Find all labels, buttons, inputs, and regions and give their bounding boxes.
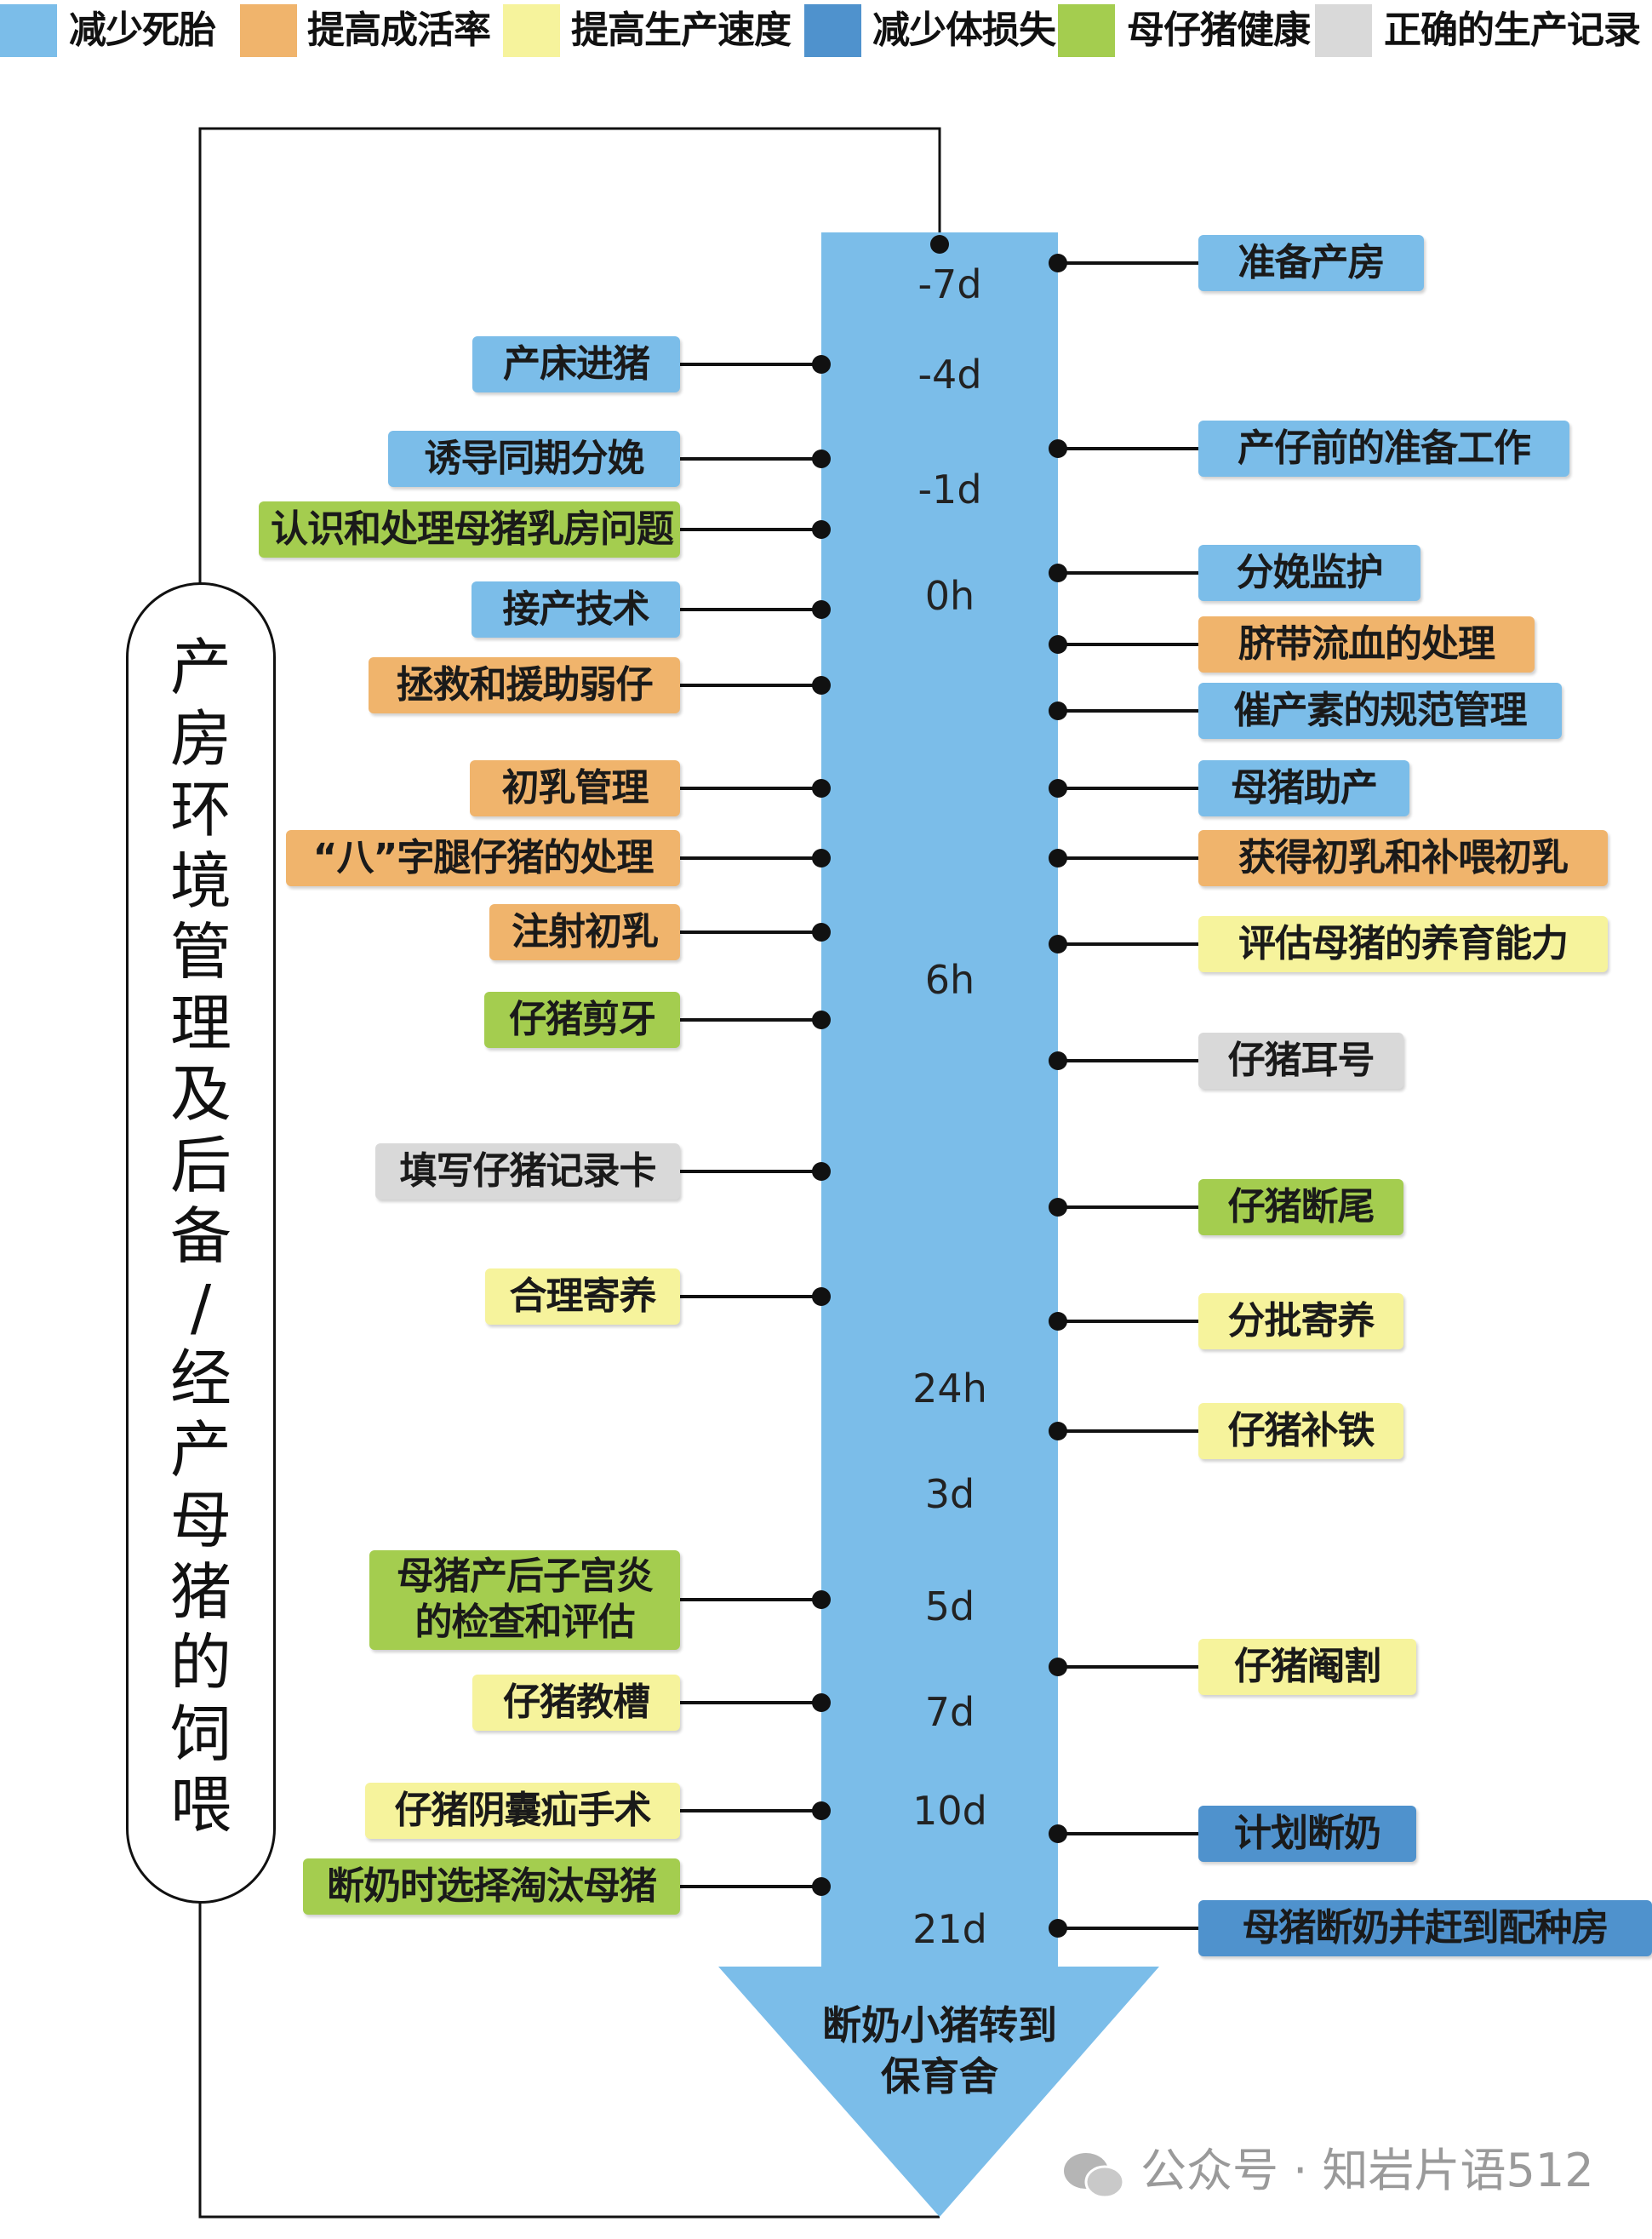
timeline-mark: 21d [912, 1906, 987, 1952]
right-task-label: 仔猪耳号 [1198, 1033, 1403, 1089]
left-task-label: 注射初乳 [489, 904, 680, 960]
legend-label: 母仔猪健康 [1127, 9, 1311, 52]
timeline-mark: -4d [917, 352, 982, 398]
right-task-label: 计划断奶 [1198, 1806, 1416, 1862]
timeline-mark: 6h [924, 957, 975, 1003]
right-task-label: 母猪助产 [1198, 760, 1409, 816]
timeline-mark: 3d [924, 1471, 975, 1517]
left-task-label: 认识和处理母猪乳房问题 [259, 501, 680, 558]
legend-label: 减少死胎 [69, 9, 216, 52]
right-task-label: 催产素的规范管理 [1198, 683, 1562, 739]
connector-dot [812, 520, 831, 539]
connector-dot [812, 1590, 831, 1609]
right-task-label: 评估母猪的养育能力 [1198, 916, 1608, 972]
timeline-mark: 0h [924, 573, 975, 619]
timeline-mark: 5d [924, 1583, 975, 1629]
left-task-label: 仔猪剪牙 [484, 992, 680, 1048]
connector-dot [1049, 701, 1067, 720]
right-task-label: 母猪断奶并赶到配种房 [1198, 1900, 1652, 1956]
legend-swatch [0, 4, 57, 57]
right-task-label: 分批寄养 [1198, 1293, 1403, 1349]
connector-dot [812, 1877, 831, 1896]
right-task-label: 仔猪阉割 [1198, 1639, 1416, 1695]
legend-label: 提高生产速度 [571, 9, 792, 52]
legend-swatch [804, 4, 861, 57]
left-task-label: 合理寄养 [485, 1268, 680, 1325]
connector-dot [1049, 1422, 1067, 1440]
connector-dot [812, 676, 831, 695]
timeline-mark: -7d [917, 261, 982, 307]
connector-dot [1049, 849, 1067, 868]
connector-dot [1049, 1312, 1067, 1331]
timeline-mark: -1d [917, 467, 982, 513]
right-task-label: 产仔前的准备工作 [1198, 421, 1569, 477]
connector-dot [1049, 1824, 1067, 1843]
legend-swatch [1315, 4, 1372, 57]
connector-dot [812, 1162, 831, 1181]
timeline-mark: 7d [924, 1689, 975, 1735]
connector-dot [1049, 1198, 1067, 1217]
left-task-label: 初乳管理 [470, 760, 680, 816]
legend-swatch [1058, 4, 1115, 57]
left-task-label: 仔猪教槽 [472, 1675, 680, 1731]
frame-line [198, 127, 941, 2219]
arrow-text-line2: 保育舍 [881, 2053, 998, 2099]
timeline-arrow [718, 232, 1159, 2217]
right-task-label: 仔猪断尾 [1198, 1179, 1403, 1235]
connector-dot [812, 450, 831, 468]
side-box-label: 产房环境管理及后备/经产母猪的饲喂 [169, 632, 232, 1841]
connector-dot [1049, 935, 1067, 953]
right-task-label: 准备产房 [1198, 235, 1424, 291]
connector-dot [812, 1693, 831, 1712]
timeline-mark: 10d [912, 1788, 987, 1834]
connector-dot [812, 923, 831, 942]
left-task-label: 产床进猪 [472, 336, 680, 392]
watermark: 公众号 · 知岩片语512 [1140, 2144, 1594, 2197]
connector-dot [812, 355, 831, 374]
wechat-icon [1064, 2153, 1125, 2199]
frame-dot [930, 235, 949, 254]
left-task-label: “八”字腿仔猪的处理 [286, 830, 680, 886]
timeline-mark: 24h [912, 1366, 987, 1412]
connector-dot [1049, 1919, 1067, 1938]
right-task-label: 脐带流血的处理 [1198, 616, 1535, 673]
connector-dot [1049, 254, 1067, 272]
connector-dot [812, 600, 831, 619]
connector-dot [1049, 1658, 1067, 1676]
right-task-label: 获得初乳和补喂初乳 [1198, 830, 1608, 886]
connector-dot [1049, 1051, 1067, 1070]
right-task-label: 仔猪补铁 [1198, 1403, 1403, 1459]
left-task-label: 母猪产后子宫炎的检查和评估 [369, 1550, 680, 1650]
left-task-label: 诱导同期分娩 [388, 431, 680, 487]
connector-dot [812, 1011, 831, 1029]
right-task-label: 分娩监护 [1198, 545, 1420, 601]
connector-dot [1049, 439, 1067, 458]
connector-dot [812, 779, 831, 798]
connector-dot [812, 1801, 831, 1820]
left-task-label: 仔猪阴囊疝手术 [365, 1783, 680, 1839]
left-task-label: 接产技术 [472, 581, 680, 638]
legend-swatch [240, 4, 297, 57]
side-box: 产房环境管理及后备/经产母猪的饲喂 [126, 582, 276, 1904]
left-task-label: 填写仔猪记录卡 [375, 1143, 680, 1200]
legend-label: 减少体损失 [872, 9, 1056, 52]
left-task-label: 拯救和援助弱仔 [369, 657, 680, 713]
legend-swatch [503, 4, 560, 57]
connector-dot [1049, 779, 1067, 798]
arrow-text-line1: 断奶小猪转到 [822, 2002, 1057, 2048]
left-task-label: 断奶时选择淘汰母猪 [303, 1858, 680, 1915]
connector-dot [812, 1287, 831, 1306]
legend-label: 正确的生产记录 [1384, 9, 1641, 52]
connector-dot [1049, 564, 1067, 582]
connector-dot [1049, 635, 1067, 654]
legend-label: 提高成活率 [307, 9, 491, 52]
connector-dot [812, 849, 831, 868]
